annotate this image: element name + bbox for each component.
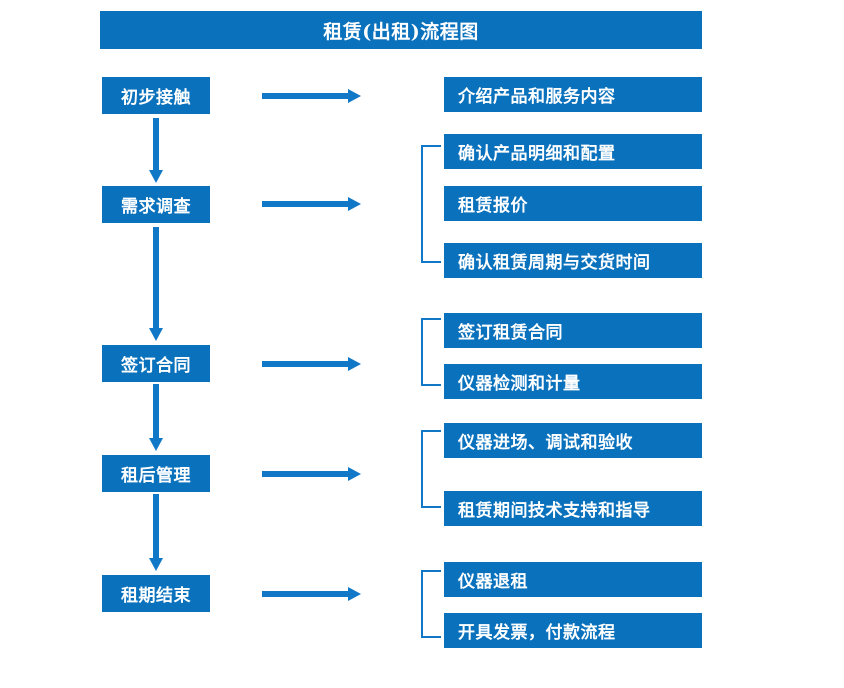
bracket-stub-bottom xyxy=(421,261,441,263)
arrow-aftercare-to-end-icon xyxy=(149,494,163,571)
stage-box-survey[interactable]: 需求调查 xyxy=(102,186,210,223)
detail-box-instrument-install[interactable]: 仪器进场、调试和验收 xyxy=(444,423,702,458)
bracket-stub-bottom xyxy=(421,506,441,508)
detail-box-confirm-period[interactable]: 确认租赁周期与交货时间 xyxy=(444,243,702,278)
bracket-stub-top xyxy=(421,570,441,572)
bracket-end-group xyxy=(421,570,441,638)
bracket-line xyxy=(421,145,423,263)
bracket-line xyxy=(421,318,423,386)
bracket-stub-top xyxy=(421,318,441,320)
stage-box-end[interactable]: 租期结束 xyxy=(102,575,210,612)
detail-box-instrument-return[interactable]: 仪器退租 xyxy=(444,562,702,597)
arrow-contact-to-survey-icon xyxy=(149,118,163,183)
bracket-line xyxy=(421,570,423,638)
bracket-stub-bottom xyxy=(421,384,441,386)
detail-box-confirm-spec[interactable]: 确认产品明细和配置 xyxy=(444,134,702,169)
bracket-stub-top xyxy=(421,145,441,147)
detail-box-invoice-payment[interactable]: 开具发票，付款流程 xyxy=(444,613,702,648)
arrow-to-survey-group-icon xyxy=(262,197,361,211)
detail-box-sign-rental-contract[interactable]: 签订租赁合同 xyxy=(444,313,702,348)
bracket-stub-bottom xyxy=(421,636,441,638)
arrow-contract-to-aftercare-icon xyxy=(149,384,163,451)
arrow-survey-to-contract-icon xyxy=(149,227,163,341)
arrow-to-end-group-icon xyxy=(262,587,361,601)
detail-box-intro-products[interactable]: 介绍产品和服务内容 xyxy=(444,77,702,112)
stage-box-aftercare[interactable]: 租后管理 xyxy=(102,455,210,492)
flowchart-title: 租赁(出租)流程图 xyxy=(100,11,702,49)
arrow-to-contract-group-icon xyxy=(262,357,361,371)
detail-box-rental-quote[interactable]: 租赁报价 xyxy=(444,186,702,221)
detail-box-instrument-test[interactable]: 仪器检测和计量 xyxy=(444,364,702,399)
bracket-aftercare-group xyxy=(421,430,441,508)
stage-box-contract[interactable]: 签订合同 xyxy=(102,345,210,382)
arrow-to-aftercare-group-icon xyxy=(262,467,361,481)
stage-box-contact[interactable]: 初步接触 xyxy=(102,77,210,114)
detail-box-tech-support[interactable]: 租赁期间技术支持和指导 xyxy=(444,491,702,526)
arrow-to-intro-icon xyxy=(262,89,361,103)
bracket-survey-group xyxy=(421,145,441,263)
bracket-contract-group xyxy=(421,318,441,386)
bracket-line xyxy=(421,430,423,508)
bracket-stub-top xyxy=(421,430,441,432)
